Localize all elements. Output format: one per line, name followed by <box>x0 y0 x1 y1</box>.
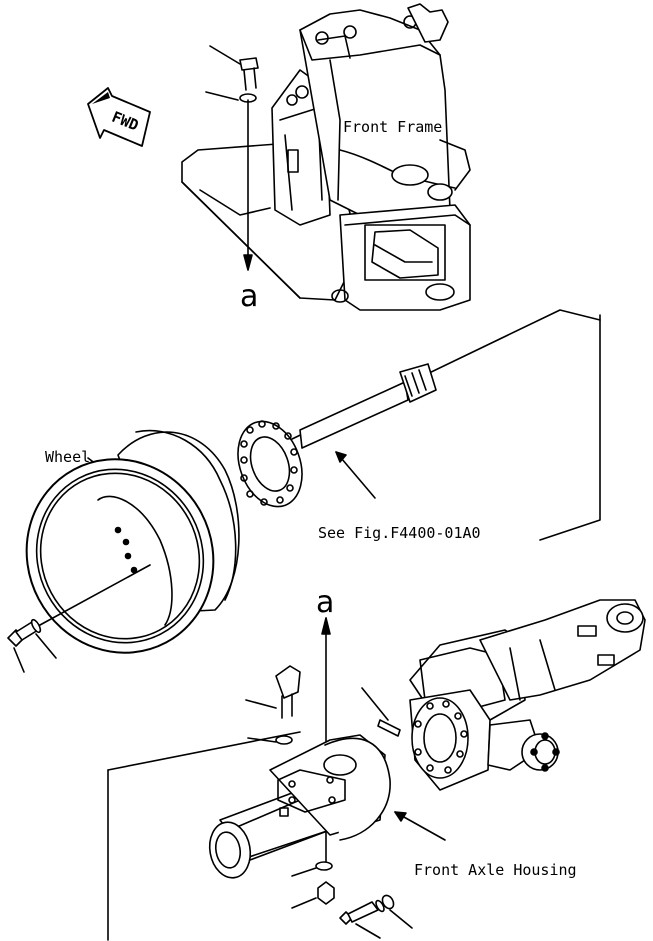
axle-shaft <box>237 309 601 541</box>
front-axle-housing <box>107 731 446 941</box>
differential-assembly <box>361 599 646 791</box>
fwd-arrow-icon: FWD <box>87 87 151 147</box>
housing-bolt <box>245 665 301 745</box>
see-fig-label: See Fig.F4400-01A0 <box>318 524 481 542</box>
svg-text:a: a <box>316 585 334 620</box>
bottom-hardware <box>291 861 413 939</box>
wheel-bolt <box>7 618 57 673</box>
reference-a-top: a <box>240 279 258 314</box>
wheel: Wheel <box>25 429 240 654</box>
front-axle-housing-label: Front Axle Housing <box>414 861 577 879</box>
front-frame-label: Front Frame <box>343 118 442 136</box>
wheel-label: Wheel <box>45 448 90 466</box>
front-frame <box>181 3 471 311</box>
frame-bolt: a <box>205 45 259 314</box>
